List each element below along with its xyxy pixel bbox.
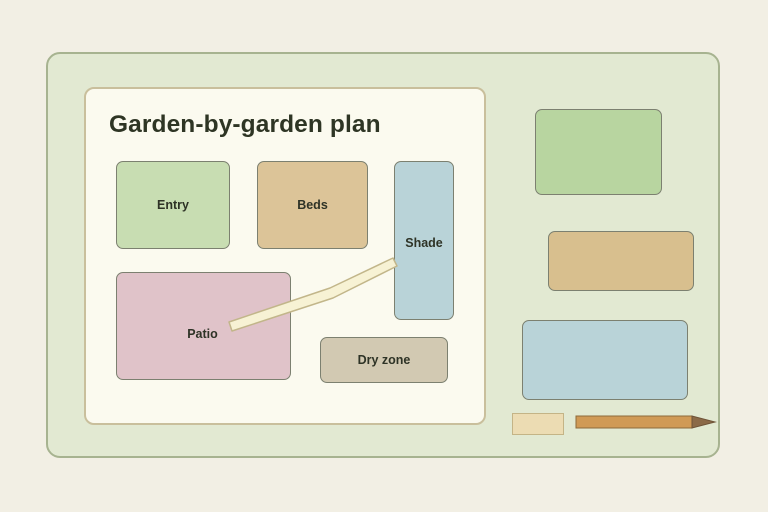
zone-shade-label: Shade xyxy=(405,235,443,250)
plan-title: Garden-by-garden plan xyxy=(109,111,381,138)
zone-beds-label: Beds xyxy=(297,198,328,212)
zone-entry-label: Entry xyxy=(157,198,189,212)
zone-dry-label: Dry zone xyxy=(357,353,411,367)
zone-shade[interactable]: Shade xyxy=(394,161,454,320)
swatch-green[interactable] xyxy=(535,109,662,195)
zone-beds[interactable]: Beds xyxy=(257,161,368,249)
zone-patio[interactable]: Patio xyxy=(116,272,291,380)
swatch-blue[interactable] xyxy=(522,320,688,400)
zone-patio-label: Patio xyxy=(187,327,218,341)
swatch-tan[interactable] xyxy=(548,231,694,291)
zone-entry[interactable]: Entry xyxy=(116,161,230,249)
eraser-icon[interactable] xyxy=(512,413,564,435)
pencil-icon[interactable] xyxy=(575,413,720,433)
zone-dry[interactable]: Dry zone xyxy=(320,337,448,383)
